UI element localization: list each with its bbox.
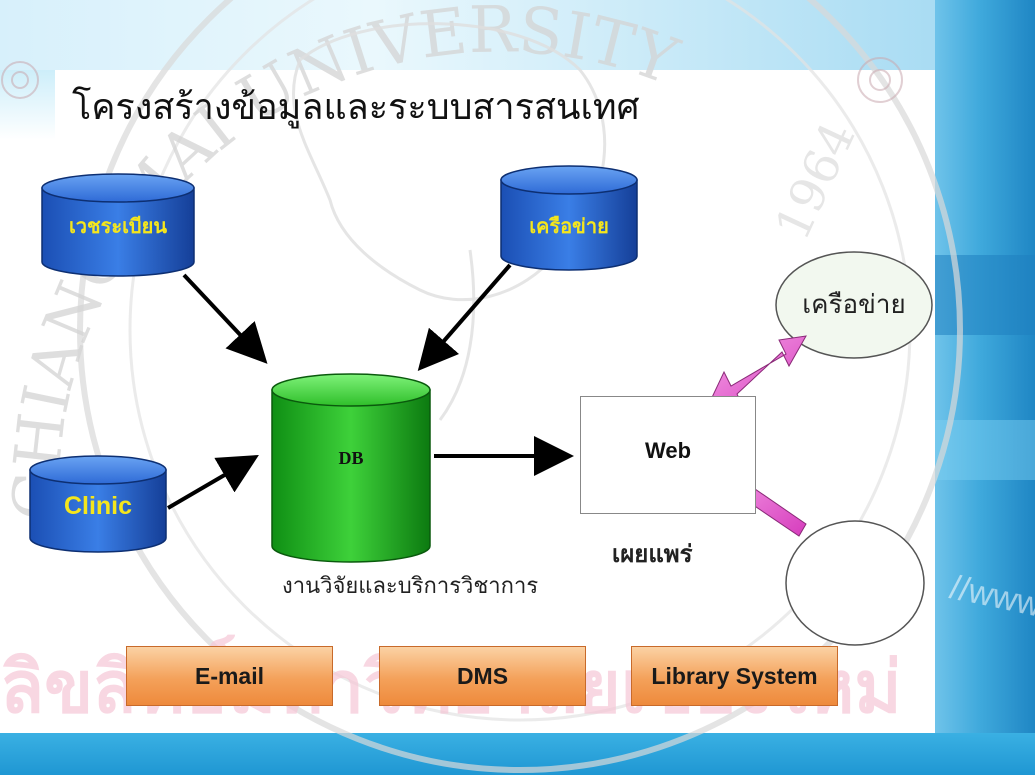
web-label: Web <box>644 438 692 463</box>
library-system-box: Library System <box>631 646 838 706</box>
publish-caption: เผยแพร่ <box>612 540 693 568</box>
registry-label: เวชระเบียน <box>68 216 168 238</box>
network-db-label: เครือข่าย <box>529 216 609 238</box>
db-label: DB <box>338 448 364 468</box>
arrow-network-to-db <box>417 263 512 372</box>
email-system-box: E-mail <box>126 646 333 706</box>
clinic-label: Clinic <box>63 492 133 520</box>
arrow-clinic-to-db <box>166 454 259 510</box>
network-circle-label: เครือข่าย <box>802 290 906 320</box>
dms-system-box: DMS <box>379 646 586 706</box>
blank-circle <box>785 520 925 646</box>
arrow-registry-to-db <box>182 273 268 364</box>
page-title: โครงสร้างข้อมูลและระบบสารสนเทศ <box>72 87 640 128</box>
research-caption: งานวิจัยและบริการวิชาการ <box>282 574 539 599</box>
